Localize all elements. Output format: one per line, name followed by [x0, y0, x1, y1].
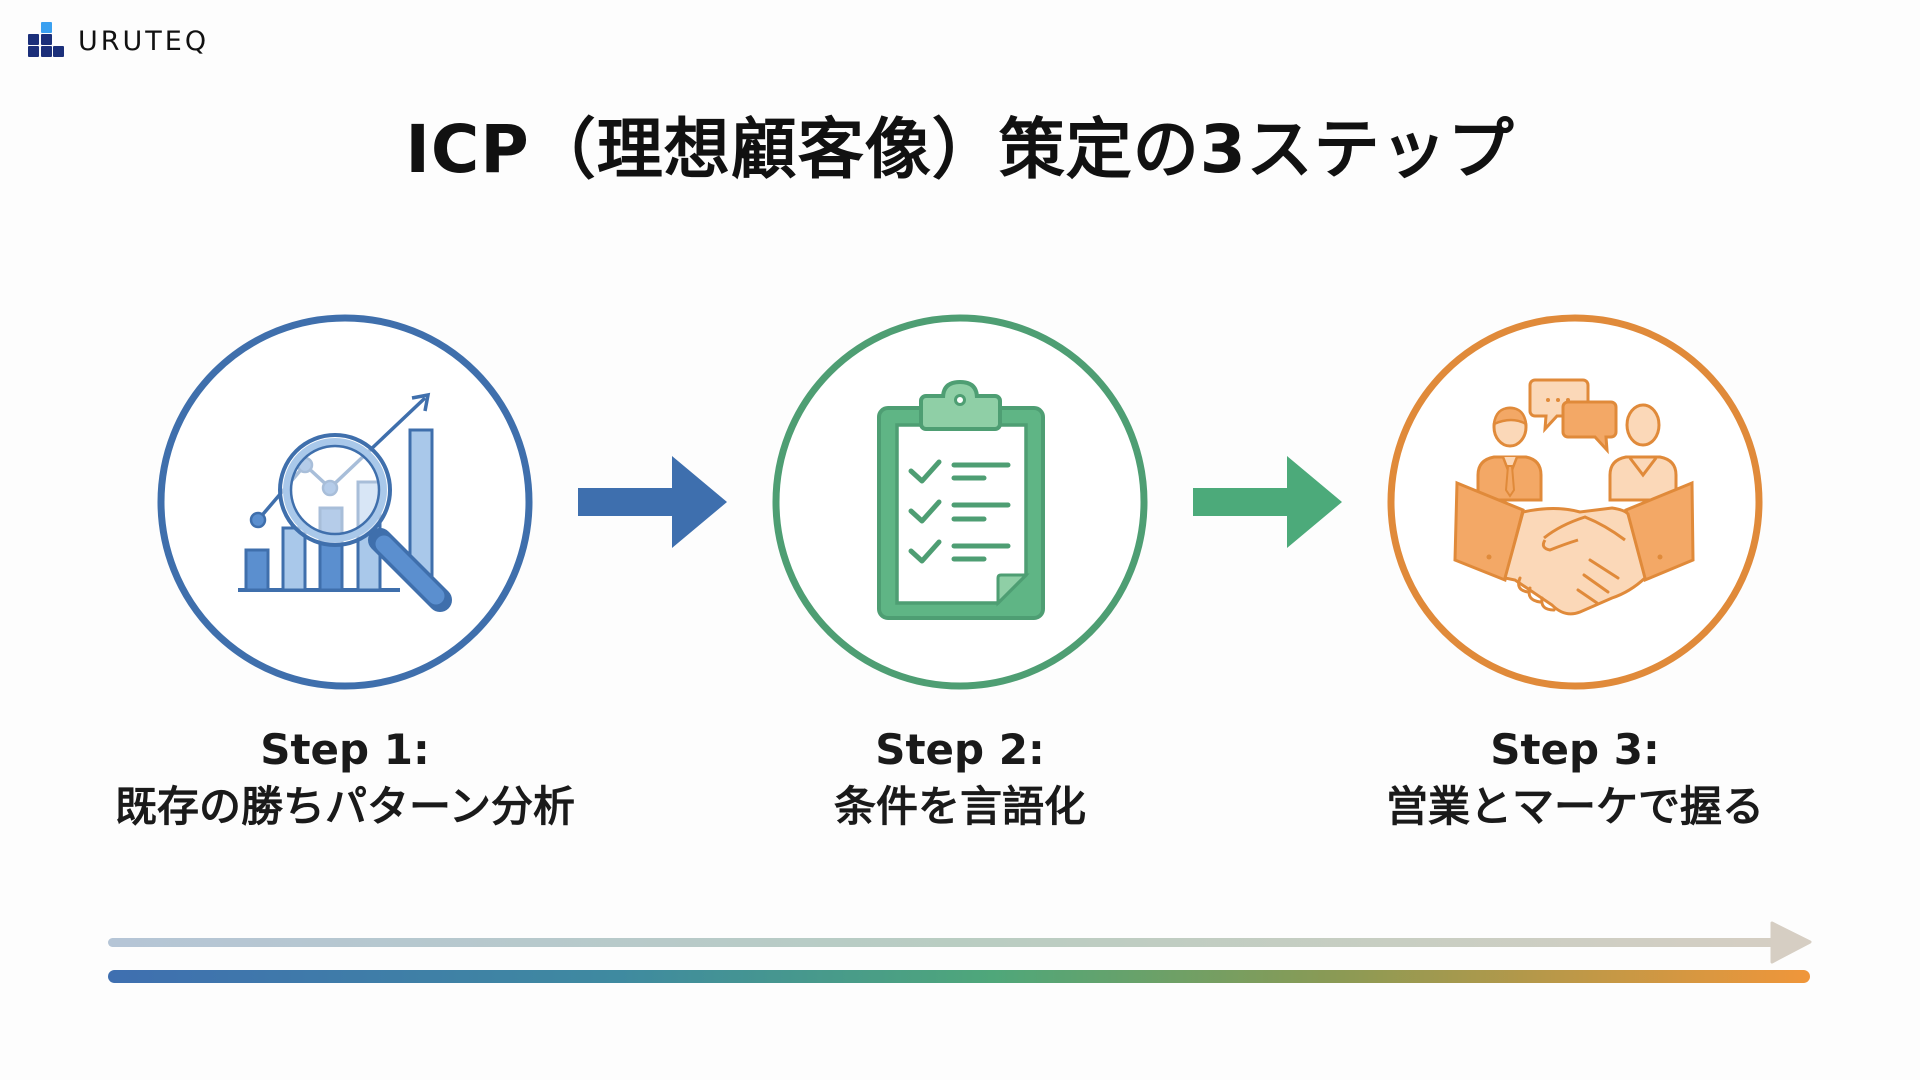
step-description: 条件を言語化 — [833, 782, 1086, 831]
chart-magnifier-icon — [238, 392, 452, 612]
clipboard-checklist-icon — [877, 379, 1045, 620]
progress-bar — [108, 970, 1810, 983]
arrow-right-icon — [578, 456, 727, 548]
step-1 — [157, 314, 533, 690]
step-number: Step 3: — [1490, 725, 1660, 774]
step-2-label: Step 2: 条件を言語化 — [650, 722, 1270, 836]
step-3-label: Step 3: 営業とマーケで握る — [1265, 722, 1885, 836]
page-title: ICP（理想顧客像）策定の3ステップ — [405, 111, 1515, 188]
progress-arrow — [108, 921, 1812, 964]
stacked-blocks-logo-icon — [26, 20, 66, 60]
step-3-circle — [1387, 314, 1763, 690]
brand-name: URUTEQ — [78, 26, 210, 57]
step-3 — [1387, 314, 1763, 690]
step-2 — [772, 314, 1148, 690]
step-description: 営業とマーケで握る — [1385, 782, 1764, 831]
step-number: Step 2: — [875, 725, 1045, 774]
step-1-label: Step 1: 既存の勝ちパターン分析 — [35, 722, 655, 836]
handshake-meeting-icon — [1453, 378, 1695, 616]
arrow-right-icon — [1193, 456, 1342, 548]
step-number: Step 1: — [260, 725, 430, 774]
brand-logo: URUTEQ — [26, 20, 206, 60]
step-description: 既存の勝ちパターン分析 — [115, 782, 575, 831]
